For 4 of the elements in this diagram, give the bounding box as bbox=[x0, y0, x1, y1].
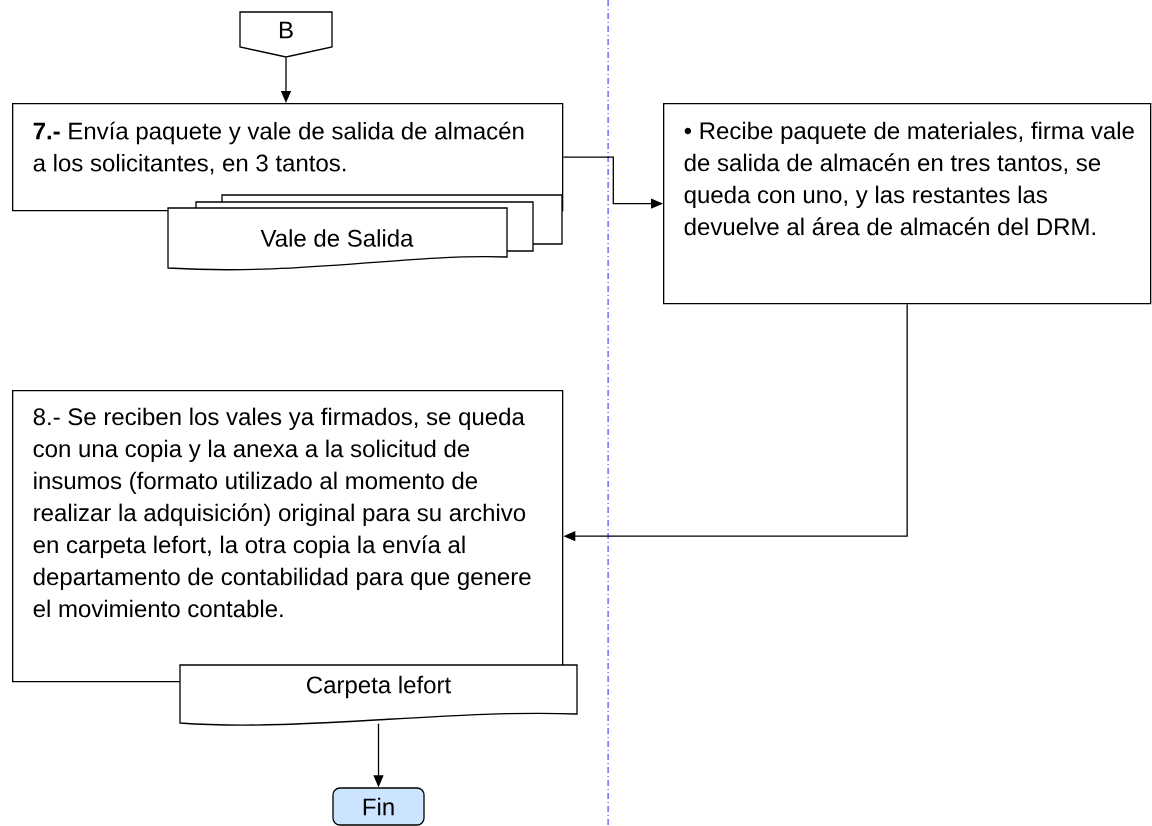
document-stack: Vale de Salida bbox=[167, 194, 563, 271]
terminal-box: Fin bbox=[332, 787, 425, 826]
off-page-connector: B bbox=[239, 11, 333, 58]
process-box: • Recibe paquete de materiales, firma vale de salida de almacén en tres tantos, se queda con uno, y las restantes las devuelve al área de almacén del DRM. bbox=[663, 103, 1152, 305]
